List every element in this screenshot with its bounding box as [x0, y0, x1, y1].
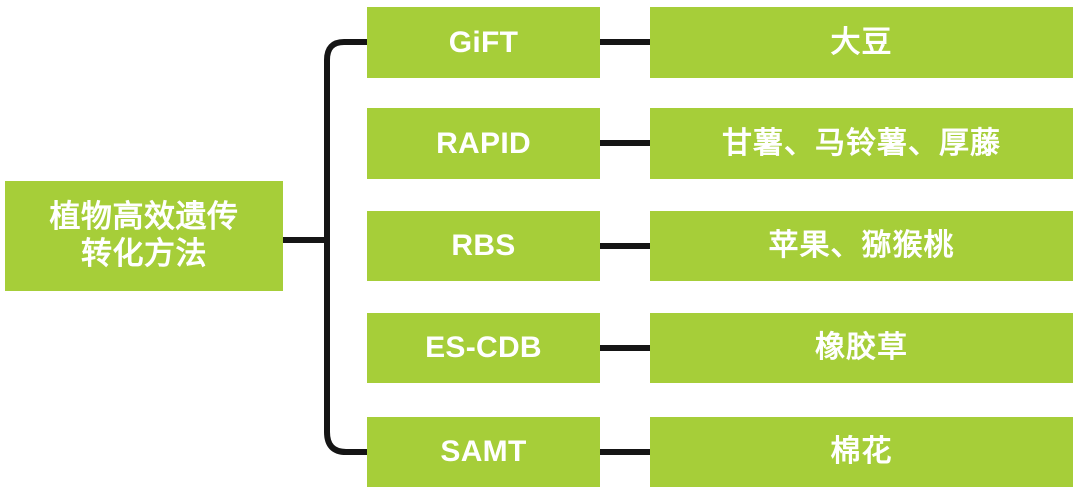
species-node-label: 甘薯、马铃薯、厚藤 [722, 126, 1001, 160]
species-node-fruits[interactable]: 苹果、猕猴桃 [650, 211, 1073, 281]
root-node-label-line2: 转化方法 [81, 236, 207, 271]
species-node-label: 苹果、猕猴桃 [768, 229, 955, 263]
method-node-es-cdb[interactable]: ES-CDB [367, 313, 600, 383]
method-node-label: GiFT [448, 25, 519, 59]
species-node-cotton[interactable]: 棉花 [650, 417, 1073, 487]
method-node-samt[interactable]: SAMT [367, 417, 600, 487]
species-node-label: 大豆 [830, 25, 893, 59]
method-node-label: SAMT [440, 435, 527, 469]
species-node-label: 橡胶草 [815, 331, 908, 365]
connector-bracket [324, 39, 367, 455]
species-node-rubber-dandelion[interactable]: 橡胶草 [650, 313, 1073, 383]
root-node-label-line1: 植物高效遗传 [49, 199, 239, 235]
root-node[interactable]: 植物高效遗传 转化方法 [5, 181, 283, 291]
species-node-label: 棉花 [830, 435, 893, 469]
method-node-gift[interactable]: GiFT [367, 7, 600, 78]
method-node-label: ES-CDB [425, 331, 542, 365]
species-node-soybean[interactable]: 大豆 [650, 7, 1073, 78]
method-node-rapid[interactable]: RAPID [367, 108, 600, 179]
method-node-label: RAPID [436, 126, 531, 160]
method-node-rbs[interactable]: RBS [367, 211, 600, 281]
species-node-tubers[interactable]: 甘薯、马铃薯、厚藤 [650, 108, 1073, 179]
method-node-label: RBS [451, 229, 516, 263]
